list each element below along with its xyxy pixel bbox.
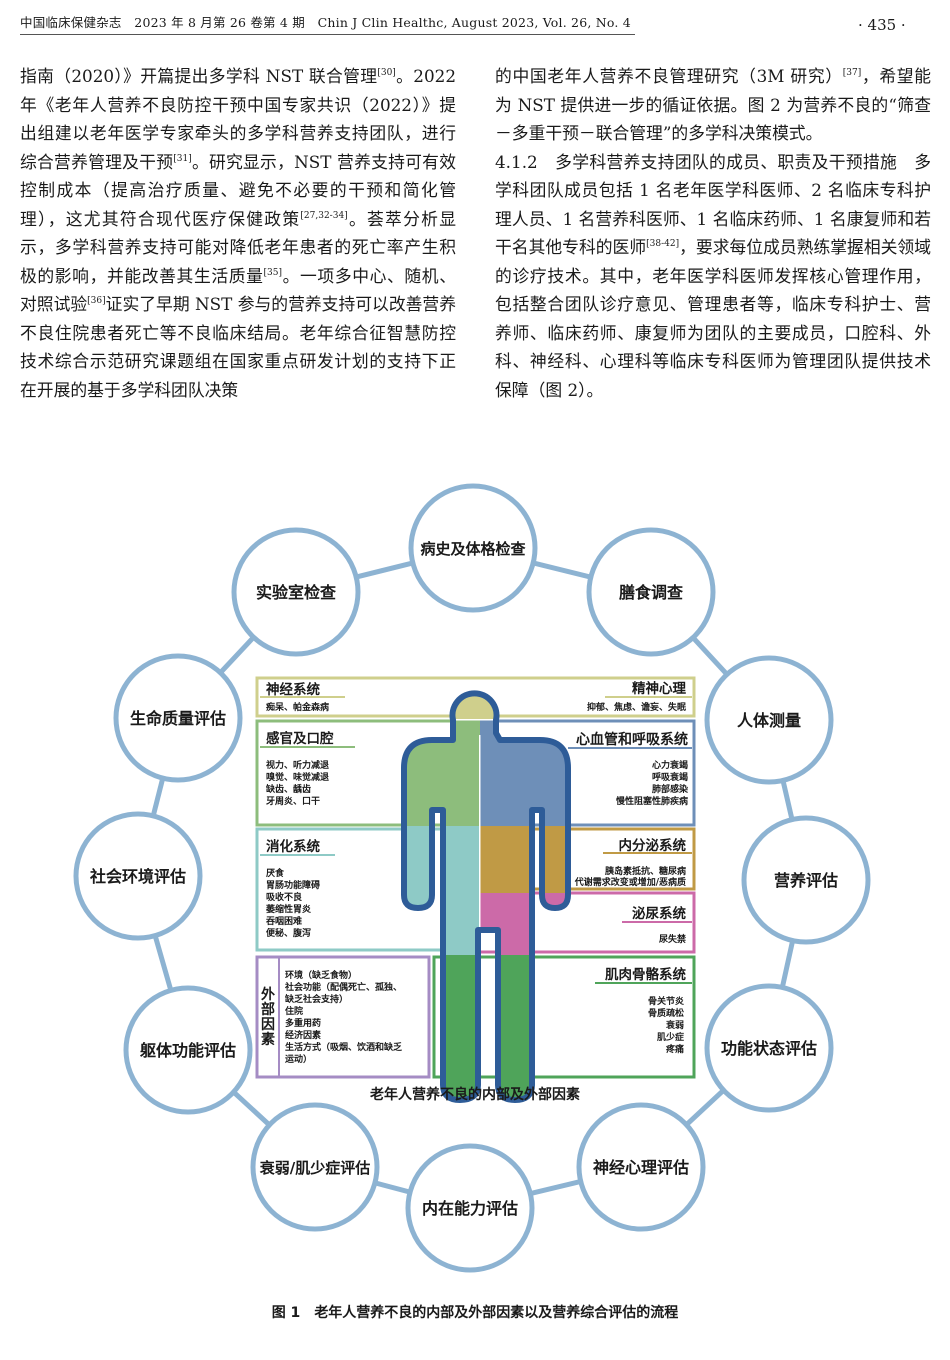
- figure-caption: 图 1 老年人营养不良的内部及外部因素以及营养综合评估的流程: [0, 1302, 950, 1322]
- assessment-label: 人体测量: [737, 711, 801, 730]
- assessment-node: 实验室检查: [231, 527, 361, 657]
- digestive-item: 吸收不良: [266, 891, 302, 903]
- assessment-node: 生命质量评估: [113, 653, 243, 783]
- assessment-label: 营养评估: [774, 871, 838, 890]
- assessment-label: 躯体功能评估: [139, 1041, 236, 1060]
- assessment-label: 生命质量评估: [130, 709, 226, 728]
- figure-label: 图 1: [271, 1305, 301, 1321]
- psych-item: 抑郁、焦虑、谵妄、失眠: [587, 701, 686, 713]
- digestive-item: 吞咽困难: [266, 915, 302, 927]
- musculo-item: 骨关节炎: [648, 995, 684, 1007]
- sensory-title: 感官及口腔: [266, 730, 334, 747]
- assessment-node: 衰弱/肌少症评估: [250, 1102, 380, 1232]
- right-paragraph: 的中国老年人营养不良管理研究（3M 研究）[37]，希望能为 NST 提供进一步…: [495, 66, 931, 400]
- endocrine-item: 胰岛素抵抗、糖尿病: [605, 865, 686, 877]
- citation-ref: [38-42]: [646, 239, 680, 249]
- external-item: 缺乏社会支持）: [284, 993, 348, 1005]
- assessment-label: 内在能力评估: [422, 1199, 518, 1218]
- left-paragraph: 指南（2020）》开篇提出多学科 NST 联合管理[30]。2022 年《老年人…: [20, 66, 456, 400]
- musculo-title: 肌肉骨骼系统: [605, 966, 686, 983]
- digestive-title: 消化系统: [266, 838, 320, 855]
- sensory-item: 视力、听力减退: [266, 759, 329, 771]
- assessment-node: 神经心理评估: [576, 1102, 706, 1232]
- running-header: 中国临床保健杂志 2023 年 8 月第 26 卷第 4 期 Chin J Cl…: [20, 14, 635, 35]
- assessment-node: 病史及体格检查: [408, 483, 538, 613]
- psych-title: 精神心理: [632, 680, 686, 697]
- urinary-title: 泌尿系统: [632, 905, 686, 922]
- body-outline: [401, 690, 571, 1103]
- citation-ref: [36]: [87, 296, 106, 306]
- assessment-label: 衰弱/肌少症评估: [259, 1159, 370, 1177]
- urinary-item: 尿失禁: [659, 933, 686, 945]
- musculo-item: 肌少症: [656, 1031, 684, 1043]
- musculo-item: 骨质疏松: [648, 1007, 684, 1019]
- musculo-item: 衰弱: [665, 1019, 684, 1031]
- cardio-title: 心血管和呼吸系统: [576, 731, 688, 748]
- assessment-label: 神经心理评估: [593, 1158, 689, 1177]
- citation-ref: [31]: [173, 153, 192, 164]
- assessment-node: 社会环境评估: [73, 811, 203, 941]
- assessment-node: 营养评估: [741, 815, 871, 945]
- assessment-node: 内在能力评估: [405, 1143, 535, 1273]
- digestive-item: 厌食: [266, 867, 285, 879]
- sensory-item: 缺齿、龋齿: [265, 783, 311, 795]
- figure-caption-text: 老年人营养不良的内部及外部因素以及营养综合评估的流程: [314, 1305, 679, 1321]
- citation-ref: [30]: [377, 68, 396, 78]
- neuro-title: 神经系统: [266, 681, 320, 698]
- external-title-char: 因: [261, 1017, 275, 1033]
- musculo-item: 疼痛: [666, 1043, 684, 1055]
- external-item: 环境（缺乏食物）: [285, 969, 357, 981]
- sensory-item: 嗅觉、味觉减退: [266, 771, 329, 783]
- right-column-text: 的中国老年人营养不良管理研究（3M 研究）[37]，希望能为 NST 提供进一步…: [495, 62, 931, 404]
- assessment-label: 社会环境评估: [89, 867, 186, 886]
- page-number: · 435 ·: [858, 16, 906, 34]
- musculoskeletal-box: [432, 955, 696, 1079]
- assessment-node: 人体测量: [704, 655, 834, 785]
- external-item: 运动）: [285, 1054, 312, 1065]
- citation-ref: [27,32-34]: [300, 210, 348, 221]
- cardio-item: 肺部感染: [652, 783, 689, 795]
- citation-ref: [35]: [263, 267, 283, 278]
- external-item: 多重用药: [285, 1017, 321, 1029]
- external-factors-box: [255, 955, 431, 1079]
- external-item: 生活方式（吸烟、饮酒和缺乏: [285, 1041, 402, 1053]
- external-title-char: 部: [261, 1001, 275, 1018]
- inner-diagram-title: 老年人营养不良的内部及外部因素: [370, 1086, 580, 1103]
- left-column-text: 指南（2020）》开篇提出多学科 NST 联合管理[30]。2022 年《老年人…: [20, 62, 456, 404]
- endocrine-title: 内分泌系统: [619, 837, 687, 854]
- sensory-item: 牙周炎、口干: [266, 796, 320, 807]
- assessment-label: 病史及体格检查: [420, 540, 526, 558]
- assessment-label: 实验室检查: [256, 583, 336, 602]
- external-item: 住院: [285, 1005, 303, 1017]
- digestive-item: 便秘、腹泻: [266, 927, 311, 939]
- neuro-item: 痴呆、帕金森病: [266, 701, 329, 713]
- cardio-item: 慢性阻塞性肺疾病: [616, 795, 688, 807]
- assessment-label: 功能状态评估: [721, 1039, 817, 1058]
- assessment-label: 膳食调查: [619, 583, 683, 602]
- cardio-item: 呼吸衰竭: [652, 771, 688, 783]
- digestive-item: 萎缩性胃炎: [265, 903, 311, 915]
- digestive-item: 胃肠功能障碍: [266, 879, 320, 891]
- citation-ref: [37]: [842, 68, 862, 78]
- cardio-item: 心力衰竭: [652, 759, 688, 771]
- external-title-char: 外: [261, 986, 275, 1003]
- assessment-node: 膳食调查: [586, 527, 716, 657]
- assessment-node: 功能状态评估: [704, 983, 834, 1113]
- external-item: 社会功能（配偶死亡、孤独、: [284, 981, 402, 993]
- assessment-node: 躯体功能评估: [123, 985, 253, 1115]
- external-item: 经济因素: [285, 1029, 321, 1041]
- external-title-char: 素: [261, 1031, 275, 1048]
- endocrine-item: 代谢需求改变或增加/恶病质: [574, 876, 686, 888]
